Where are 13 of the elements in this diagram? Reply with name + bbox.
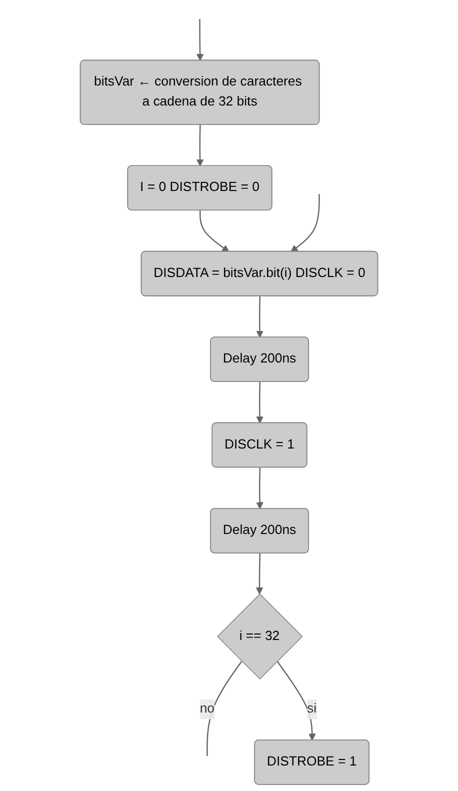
node-diamond: i == 32 [216,594,303,680]
edge-label: si [307,702,317,716]
arrow [199,210,230,252]
arrow [256,382,264,424]
arrow [276,660,316,741]
arrow [256,468,264,510]
arrow [290,194,320,252]
edge-label: no [200,702,215,716]
arrow [196,18,204,61]
arrow [256,296,264,338]
connector [206,660,242,756]
arrow [256,553,264,594]
arrow [196,124,204,166]
